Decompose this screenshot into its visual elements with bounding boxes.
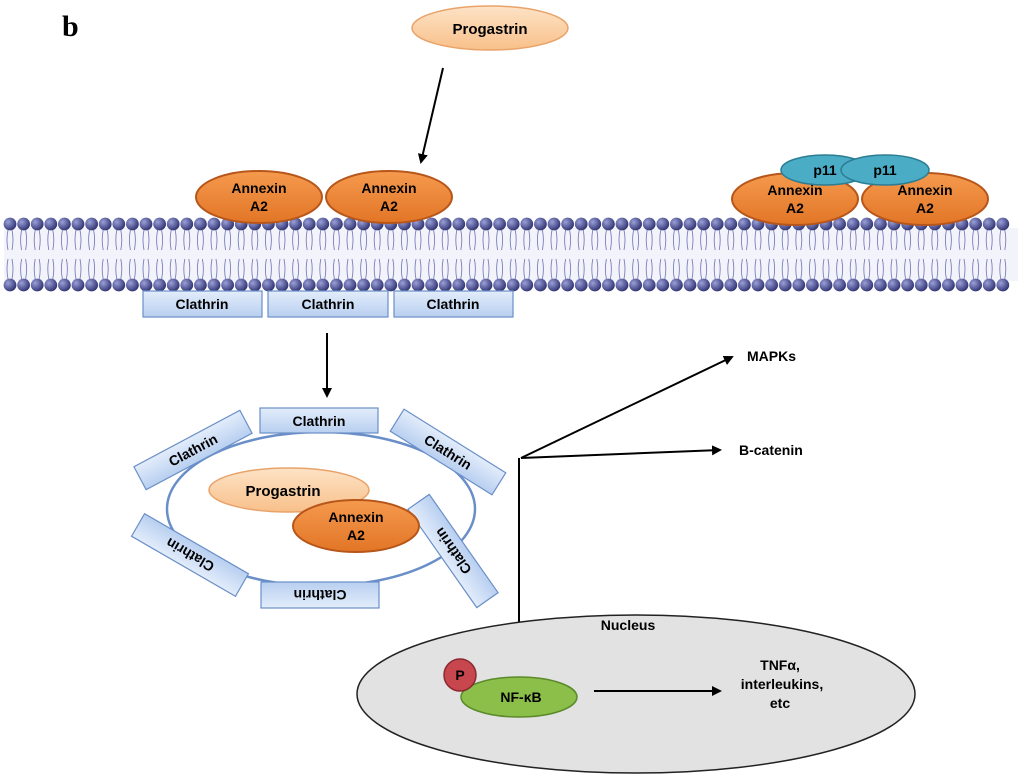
bcatenin-label: B-catenin xyxy=(739,442,803,458)
nucleus-label: Nucleus xyxy=(601,617,656,633)
clathrin-coat-membrane: Clathrin Clathrin Clathrin xyxy=(142,290,514,318)
annexin-a2-internalized: Annexin A2 xyxy=(292,499,420,553)
a2-label: A2 xyxy=(250,198,268,214)
target-genes: TNFα, interleukins, etc xyxy=(741,657,823,711)
annexin-a2-left-2: Annexin A2 xyxy=(325,170,453,224)
progastrin-internalized: Progastrin xyxy=(208,467,370,513)
nfkb: NF-κB xyxy=(460,676,578,718)
a2-label: A2 xyxy=(786,200,804,216)
a2-label: A2 xyxy=(347,527,365,543)
phosphate-label: P xyxy=(455,667,464,683)
clathrin-label: Clathrin xyxy=(293,413,346,429)
clathrin-box: Clathrin xyxy=(393,290,514,318)
progastrin-ligand: Progastrin xyxy=(411,5,569,51)
annexin-a2-right-1: Annexin A2 xyxy=(731,172,859,226)
mapks-label: MAPKs xyxy=(747,348,796,364)
p11-label: p11 xyxy=(873,162,897,178)
arrow-to-bcatenin xyxy=(520,445,722,459)
phosphate-group: P xyxy=(443,658,477,692)
p11-right: p11 xyxy=(840,154,930,186)
clathrin-box: Clathrin xyxy=(259,407,379,434)
annexin-a2-left-1: Annexin A2 xyxy=(195,170,323,224)
panel-label: b xyxy=(62,10,79,43)
annexin-label: Annexin xyxy=(231,180,286,196)
genes-line-3: etc xyxy=(770,695,790,711)
clathrin-box: Clathrin xyxy=(142,290,263,318)
clathrin-label: Clathrin xyxy=(176,296,229,312)
progastrin-label: Progastrin xyxy=(452,21,527,38)
a2-label: A2 xyxy=(916,200,934,216)
lipid-bilayer xyxy=(3,217,1018,292)
clathrin-box: Clathrin xyxy=(260,581,380,609)
genes-line-2: interleukins, xyxy=(741,676,823,692)
clathrin-label: Clathrin xyxy=(294,587,347,603)
clathrin-label: Clathrin xyxy=(302,296,355,312)
nfkb-label: NF-κB xyxy=(500,689,541,705)
clathrin-box: Clathrin xyxy=(267,290,389,318)
annexin-label: Annexin xyxy=(328,509,383,525)
annexin-a2-right-2: Annexin A2 xyxy=(861,172,989,226)
annexin-label: Annexin xyxy=(767,182,822,198)
clathrin-label: Clathrin xyxy=(427,296,480,312)
progastrin-label: Progastrin xyxy=(245,483,320,500)
a2-label: A2 xyxy=(380,198,398,214)
binding-arrow xyxy=(417,67,444,164)
p11-label: p11 xyxy=(813,162,837,178)
annexin-label: Annexin xyxy=(361,180,416,196)
nucleus: Nucleus xyxy=(356,614,916,774)
genes-line-1: TNFα, xyxy=(760,657,800,673)
annexin-label: Annexin xyxy=(897,182,952,198)
arrow-to-mapks xyxy=(520,355,734,459)
